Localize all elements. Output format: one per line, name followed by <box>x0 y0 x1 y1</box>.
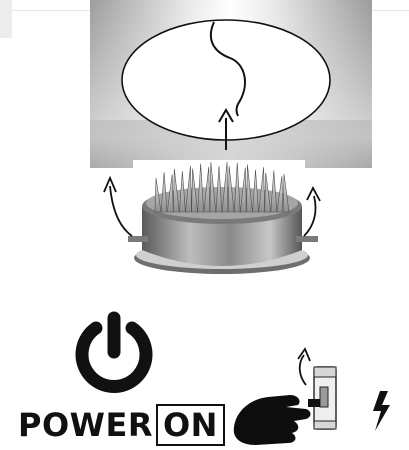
power-on-label: POWER ON <box>18 402 225 448</box>
power-word: POWER <box>18 406 153 444</box>
installation-illustration <box>0 0 409 290</box>
flip-arrow-icon <box>298 349 310 385</box>
on-word-box: ON <box>156 404 225 446</box>
breaker-switch-illustration <box>228 345 408 450</box>
rotate-arrow-right-icon <box>304 188 320 236</box>
circuit-breaker-icon <box>308 367 336 429</box>
power-icon <box>70 310 158 398</box>
lightning-bolt-icon <box>373 391 390 431</box>
hand-icon <box>234 395 311 445</box>
rotate-arrow-left-icon <box>104 178 132 236</box>
